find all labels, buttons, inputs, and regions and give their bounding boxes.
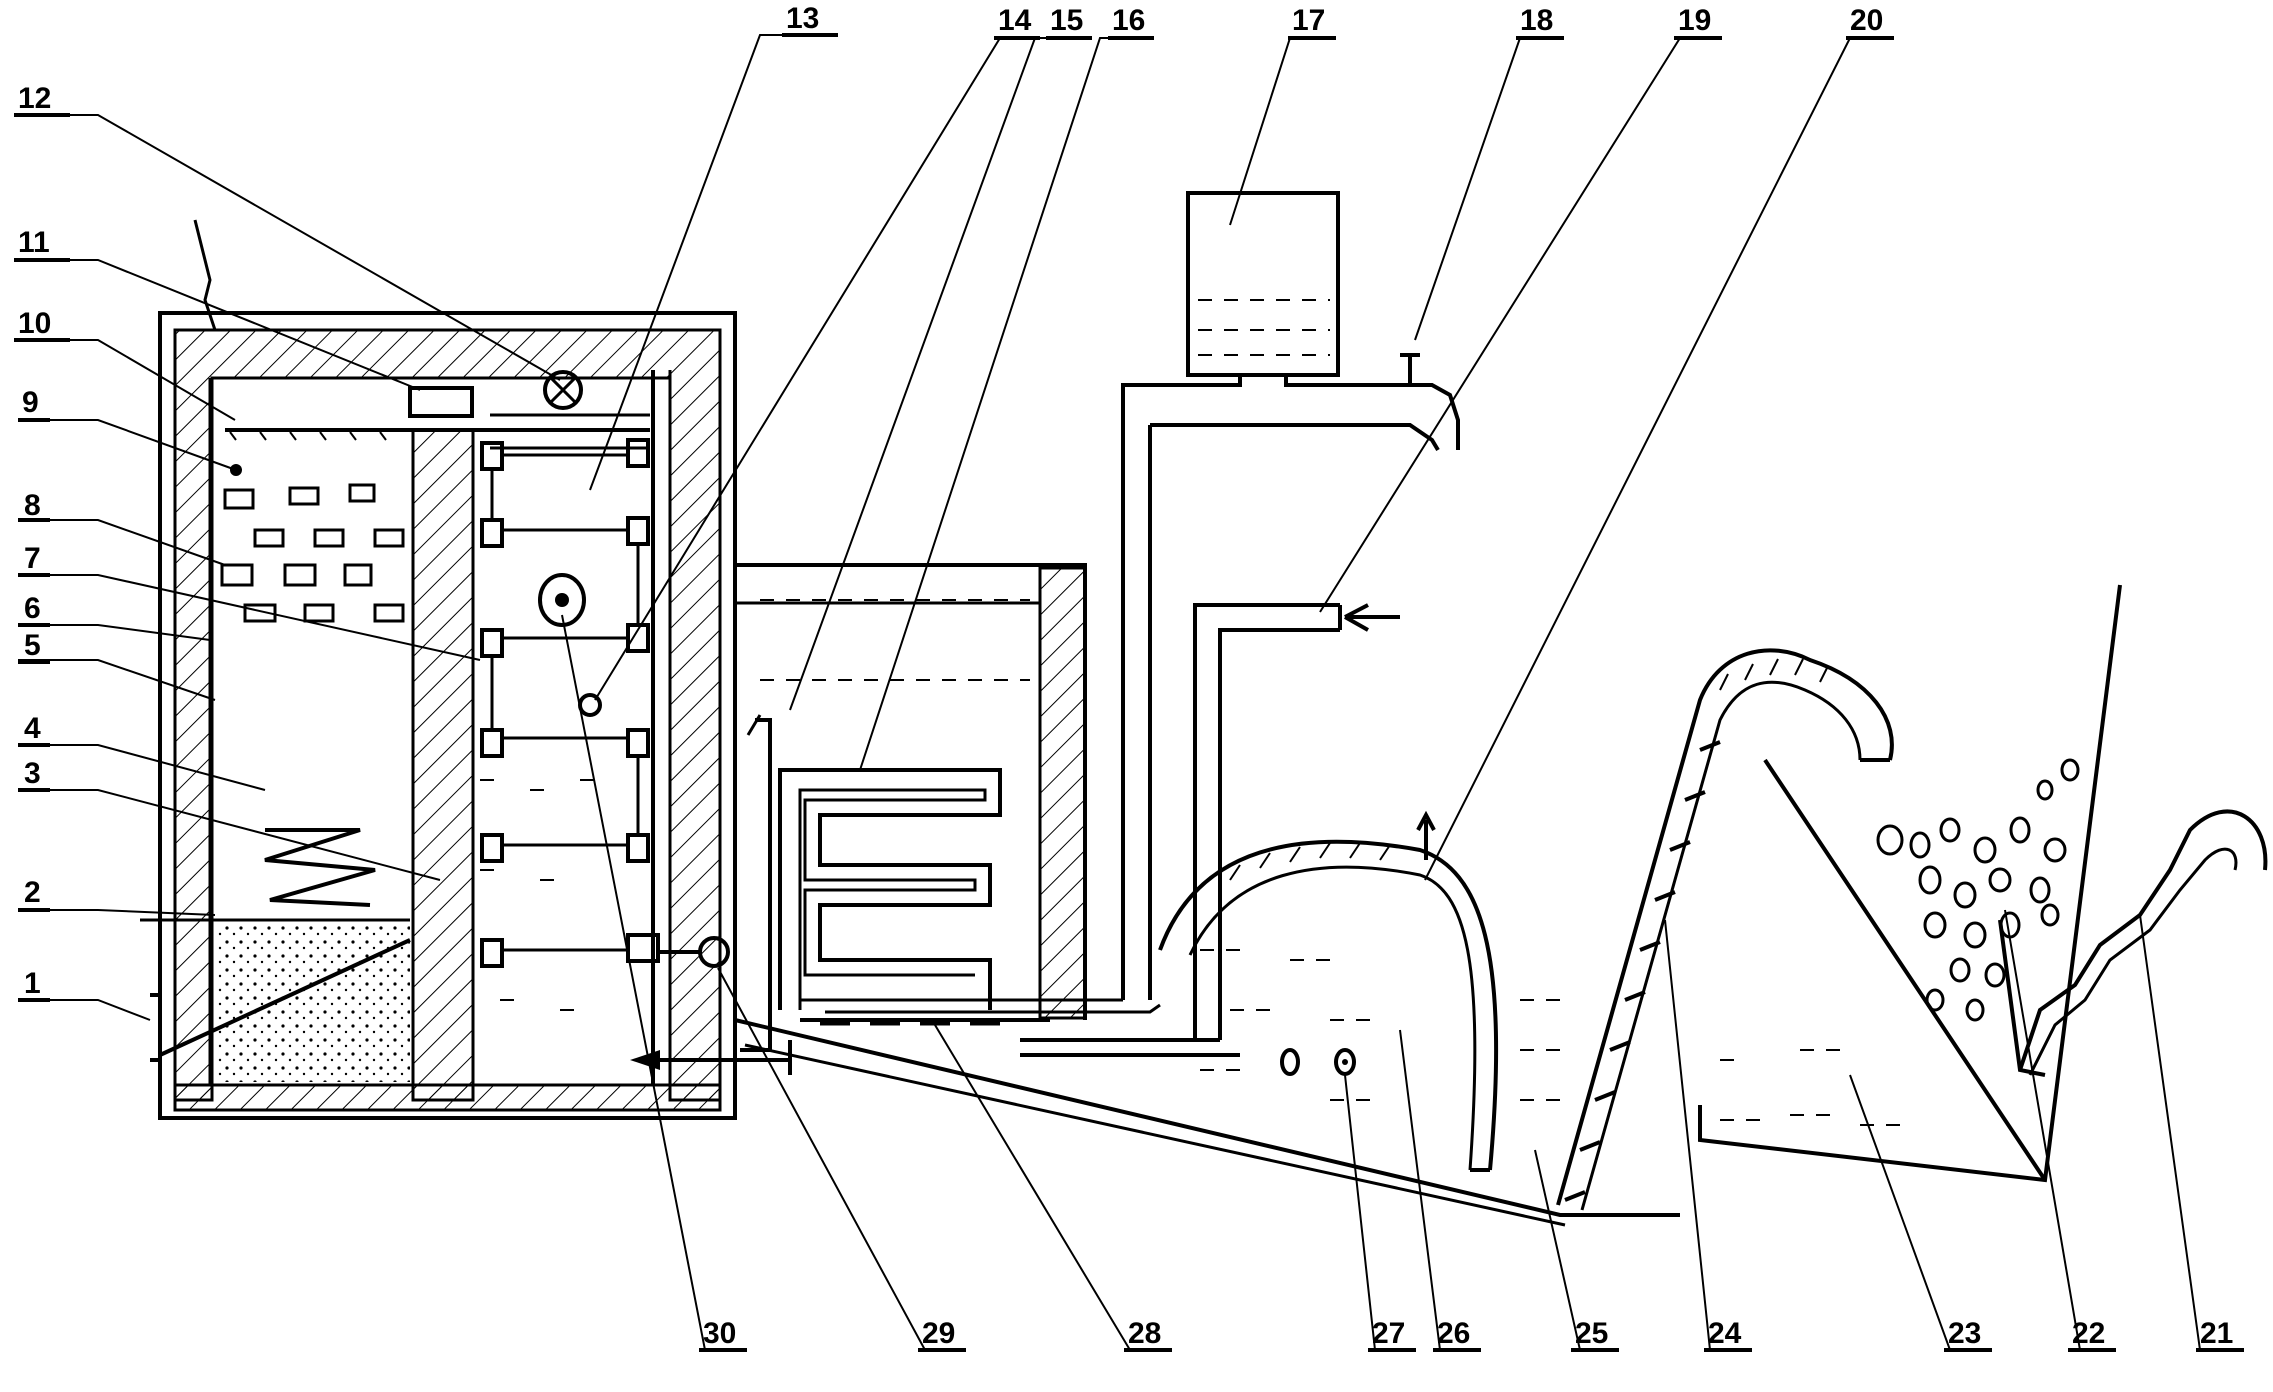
curved-return-pipe xyxy=(1158,839,1499,1171)
heat-exchange-tank xyxy=(735,563,1087,1052)
label-9: 9 xyxy=(22,386,39,419)
label-22: 22 xyxy=(2072,1317,2105,1350)
label-25: 25 xyxy=(1575,1317,1608,1350)
top-control-box xyxy=(408,386,474,418)
label-5: 5 xyxy=(24,629,41,662)
label-24: 24 xyxy=(1708,1317,1742,1350)
screw-conveyor xyxy=(1556,648,1894,1211)
settling-basin xyxy=(734,810,1680,1227)
supply-tank-body xyxy=(1186,191,1340,377)
label-27: 27 xyxy=(1372,1317,1405,1350)
label-23: 23 xyxy=(1948,1317,1981,1350)
collection-hopper xyxy=(1698,584,2268,1183)
label-30: 30 xyxy=(703,1317,736,1350)
label-3: 3 xyxy=(24,757,41,790)
main-cabinet xyxy=(140,219,792,1120)
part-labels: 12 11 10 9 8 7 6 5 4 3 2 1 13 14 15 16 1… xyxy=(18,2,2233,1350)
label-15: 15 xyxy=(1050,4,1083,37)
label-4: 4 xyxy=(24,712,41,745)
sloped-plate xyxy=(159,938,411,1057)
label-7: 7 xyxy=(24,542,41,575)
hopper-particles xyxy=(1876,758,2080,1022)
food-trays xyxy=(220,464,405,623)
supply-tank xyxy=(800,191,1460,1057)
label-12: 12 xyxy=(18,82,51,115)
fan-wheel xyxy=(538,573,586,627)
label-6: 6 xyxy=(24,592,41,625)
label-14: 14 xyxy=(998,4,1032,37)
label-17: 17 xyxy=(1292,4,1325,37)
bottom-sediment xyxy=(215,922,410,1082)
heater-coil xyxy=(264,828,376,907)
central-partition xyxy=(411,428,475,1102)
label-13: 13 xyxy=(786,2,819,35)
label-11: 11 xyxy=(18,226,50,259)
top-valve xyxy=(543,370,583,410)
label-16: 16 xyxy=(1112,4,1145,37)
drying-rack xyxy=(480,438,660,968)
label-10: 10 xyxy=(18,307,51,340)
label-20: 20 xyxy=(1850,4,1883,37)
label-underlines xyxy=(14,33,2244,1352)
tank-insulated-wall xyxy=(1038,566,1087,1020)
label-19: 19 xyxy=(1678,4,1711,37)
leader-lines xyxy=(18,34,2218,1351)
cabinet-outer-shell xyxy=(158,311,737,1120)
label-1: 1 xyxy=(24,967,41,1000)
label-26: 26 xyxy=(1437,1317,1470,1350)
hopper-sieve-plate xyxy=(1763,758,2047,1182)
label-21: 21 xyxy=(2200,1317,2233,1350)
label-8: 8 xyxy=(24,489,41,522)
label-18: 18 xyxy=(1520,4,1553,37)
outlet-chute xyxy=(2018,809,2268,1071)
label-29: 29 xyxy=(922,1317,955,1350)
drain-outlet xyxy=(150,993,162,1062)
label-2: 2 xyxy=(24,876,41,909)
label-28: 28 xyxy=(1128,1317,1161,1350)
serpentine-coil xyxy=(778,768,1002,1010)
